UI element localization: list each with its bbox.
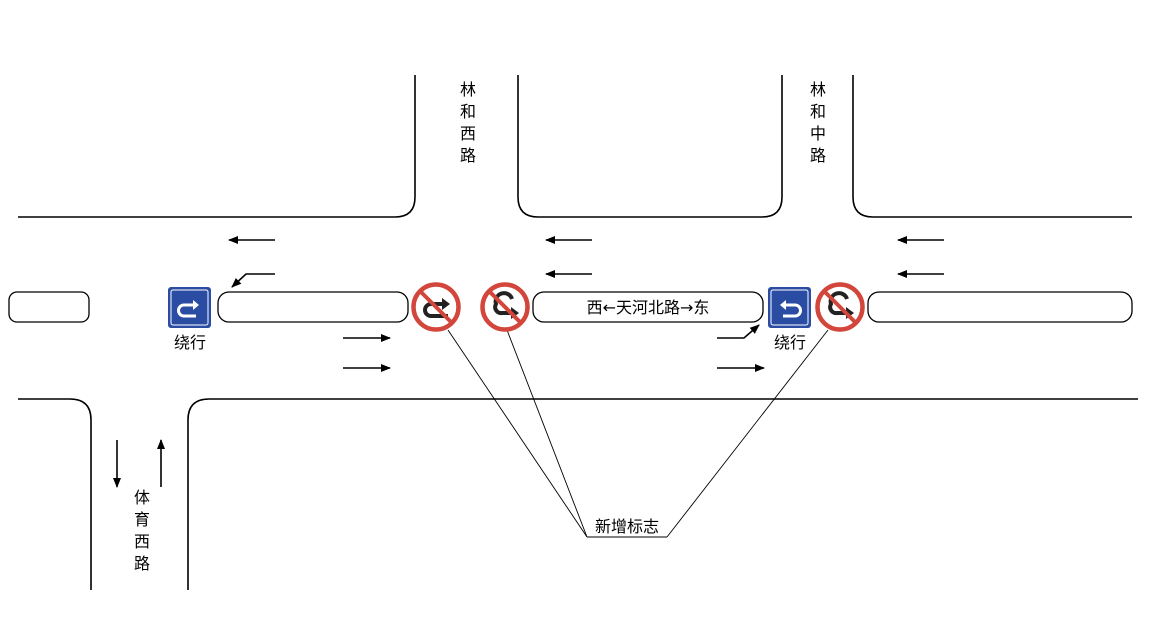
road-edge-north-east: [852, 75, 1132, 218]
arrow-turn-east-icon: [717, 324, 760, 339]
detour-label: 绕行: [174, 333, 206, 352]
main-road-label: 西←天河北路→东: [587, 298, 710, 317]
road-edge-north-west: [18, 75, 416, 218]
detour-label: 绕行: [774, 333, 806, 352]
street-label-tiyu-west: 体 育 西 路: [134, 488, 150, 573]
street-char: 体: [134, 488, 150, 507]
street-char: 和: [810, 102, 826, 121]
street-char: 林: [460, 80, 476, 99]
median-far-west: [8, 291, 90, 323]
leader-line: [666, 329, 829, 538]
median-east: [867, 291, 1133, 323]
no-u-turn-sign-icon: [480, 282, 530, 332]
leader-line: [447, 329, 588, 538]
street-char: 中: [810, 124, 826, 143]
street-char: 路: [460, 146, 476, 165]
no-u-turn-sign-icon: [815, 282, 865, 332]
arrow-turn-west-icon: [231, 273, 275, 288]
median-center: [532, 291, 764, 323]
street-char: 路: [134, 554, 150, 573]
road-edge-south-west: [18, 398, 92, 590]
median-west: [217, 291, 409, 323]
road-edge-north-middle: [517, 75, 783, 218]
street-char: 育: [134, 510, 150, 529]
road-edge-south-east: [187, 398, 1138, 590]
no-u-turn-sign-icon: [411, 282, 461, 332]
new-signs-label: 新增标志: [595, 517, 659, 536]
street-char: 和: [460, 102, 476, 121]
street-label-linhe-west: 林 和 西 路: [460, 80, 476, 165]
street-char: 西: [460, 124, 476, 143]
street-char: 西: [134, 532, 150, 551]
u-turn-detour-sign-icon: [168, 287, 211, 328]
street-char: 林: [810, 80, 826, 99]
leader-line: [506, 329, 588, 538]
street-label-linhe-middle: 林 和 中 路: [810, 80, 826, 165]
street-char: 路: [810, 146, 826, 165]
u-turn-detour-sign-icon: [768, 287, 811, 328]
